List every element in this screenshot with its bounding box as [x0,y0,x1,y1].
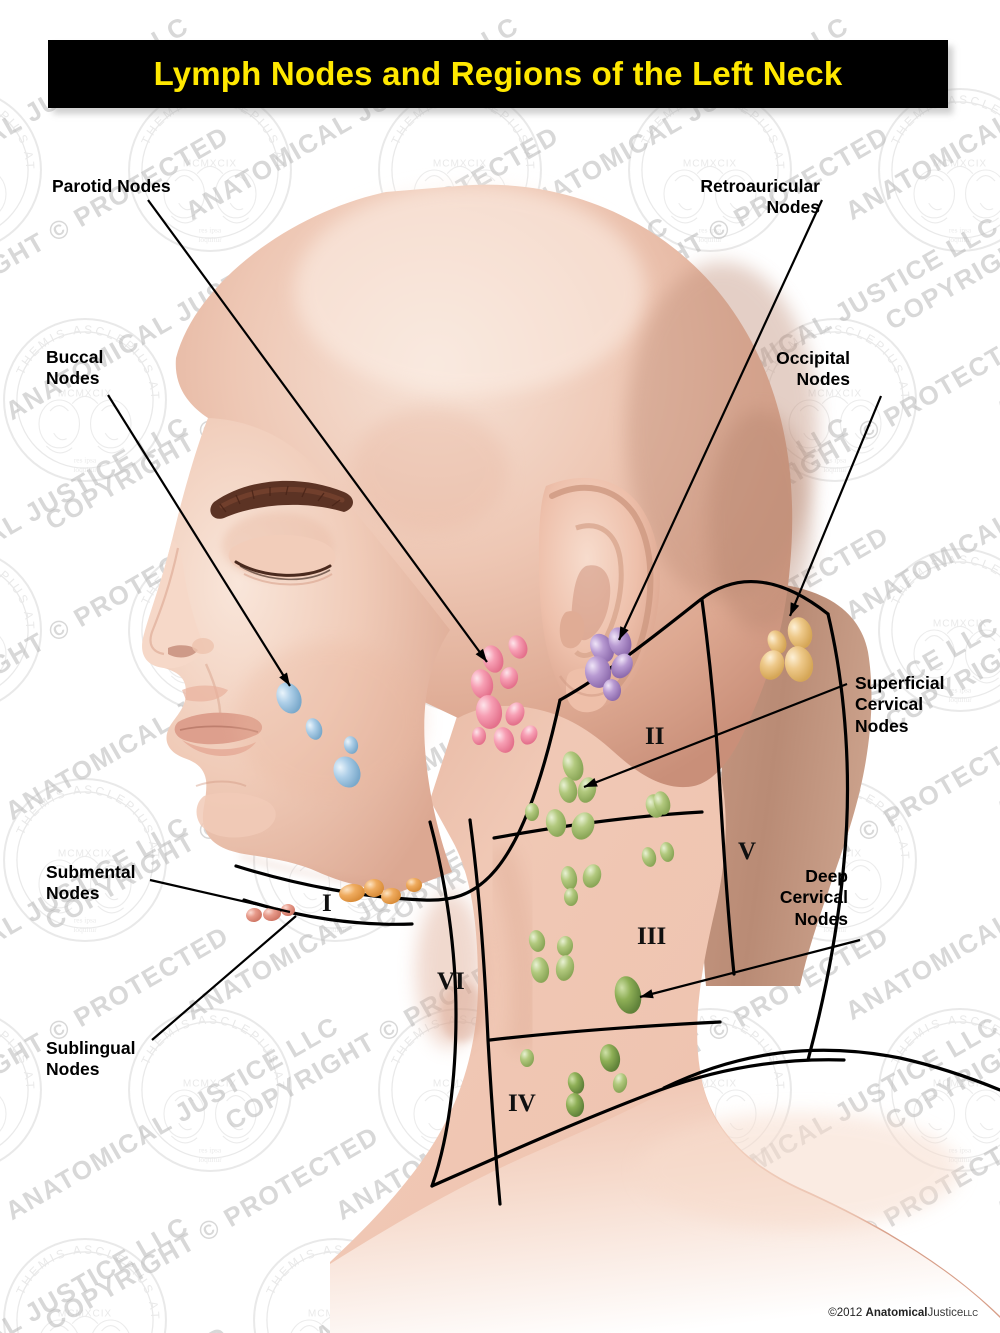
label-buccal: Buccal Nodes [46,347,104,389]
label-deep-cervical: Deep Cervical Nodes [779,866,848,929]
leader-line-retroauricular [618,199,823,641]
region-numeral-I: I [322,890,332,917]
region-numeral-V: V [738,838,757,865]
credit-year: ©2012 [828,1307,866,1319]
label-sublingual: Sublingual Nodes [46,1038,136,1080]
leader-line-sublingual [151,915,297,1041]
label-retroauricular: Retroauricular Nodes [700,176,820,218]
level-three-nodes [528,847,657,1014]
title-bar: Lymph Nodes and Regions of the Left Neck [48,40,948,108]
leader-line-deep-cervical [639,938,861,999]
label-occipital: Occipital Nodes [776,348,850,390]
region-numeral-IV: IV [508,1090,536,1117]
arrowhead-superficial-cervical [584,777,598,787]
level-four-nodes [520,1044,628,1117]
copyright-credit: ©2012 AnatomicalJusticeLLC [828,1307,978,1319]
face-profile [142,418,453,892]
page-title: Lymph Nodes and Regions of the Left Neck [153,55,843,92]
arrowhead-deep-cervical [640,989,654,999]
submental-nodes [246,904,295,923]
region-numeral-III: III [637,923,667,950]
arrowhead-retroauricular [619,626,629,640]
region-numeral-II: II [645,723,665,750]
parotid-nodes [470,635,538,753]
region-numeral-VI: VI [437,968,465,995]
label-submental: Submental Nodes [46,862,136,904]
credit-brand-bold: Anatomical [865,1307,928,1319]
leader-line-superficial-cervical [583,682,848,789]
label-parotid: Parotid Nodes [52,176,171,196]
arrowhead-occipital [790,602,800,616]
region-boundaries [234,579,1000,1206]
submandibular-nodes [339,878,422,905]
buccal-nodes [276,682,361,788]
credit-brand-light: Justice [927,1307,964,1319]
leader-lines [107,199,883,1041]
occipital-nodes [759,617,814,682]
retroauricular-nodes [584,627,633,701]
leader-line-submental [149,878,291,914]
arrowhead-buccal [279,672,290,686]
credit-llc: LLC [963,1309,978,1318]
leader-line-occipital [788,395,883,617]
label-superficial-cervical: Superficial Cervical Nodes [855,673,945,736]
arrowhead-parotid [475,648,487,662]
leader-line-buccal [107,394,291,687]
leader-line-parotid [147,199,488,663]
level-five-nodes [653,791,675,862]
